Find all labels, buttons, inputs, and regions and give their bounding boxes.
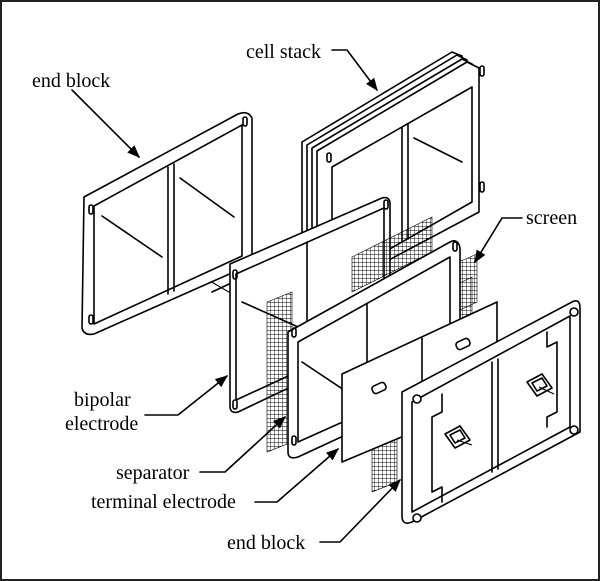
end-block-top-part [81,111,253,336]
leader-bipolar-electrode [144,375,229,416]
label-end-block-bottom: end block [227,532,305,554]
leader-end-block-top [71,89,140,158]
labels: end block cell stack screen bipolar elec… [32,41,577,554]
label-bipolar-electrode-line2: electrode [65,413,138,435]
leader-lines [71,49,523,543]
label-cell-stack: cell stack [246,41,321,63]
label-terminal-electrode: terminal electrode [91,491,236,513]
label-separator: separator [116,462,190,484]
end-block-bottom-part [401,300,581,524]
leader-end-block-bottom [319,479,401,543]
leader-separator [199,416,286,473]
label-bipolar-electrode-line1: bipolar [74,389,131,411]
leader-cell-stack [331,49,378,92]
label-end-block-top: end block [32,70,110,92]
label-screen: screen [526,207,577,229]
leader-screen [474,217,523,264]
leader-terminal-electrode [254,448,339,503]
